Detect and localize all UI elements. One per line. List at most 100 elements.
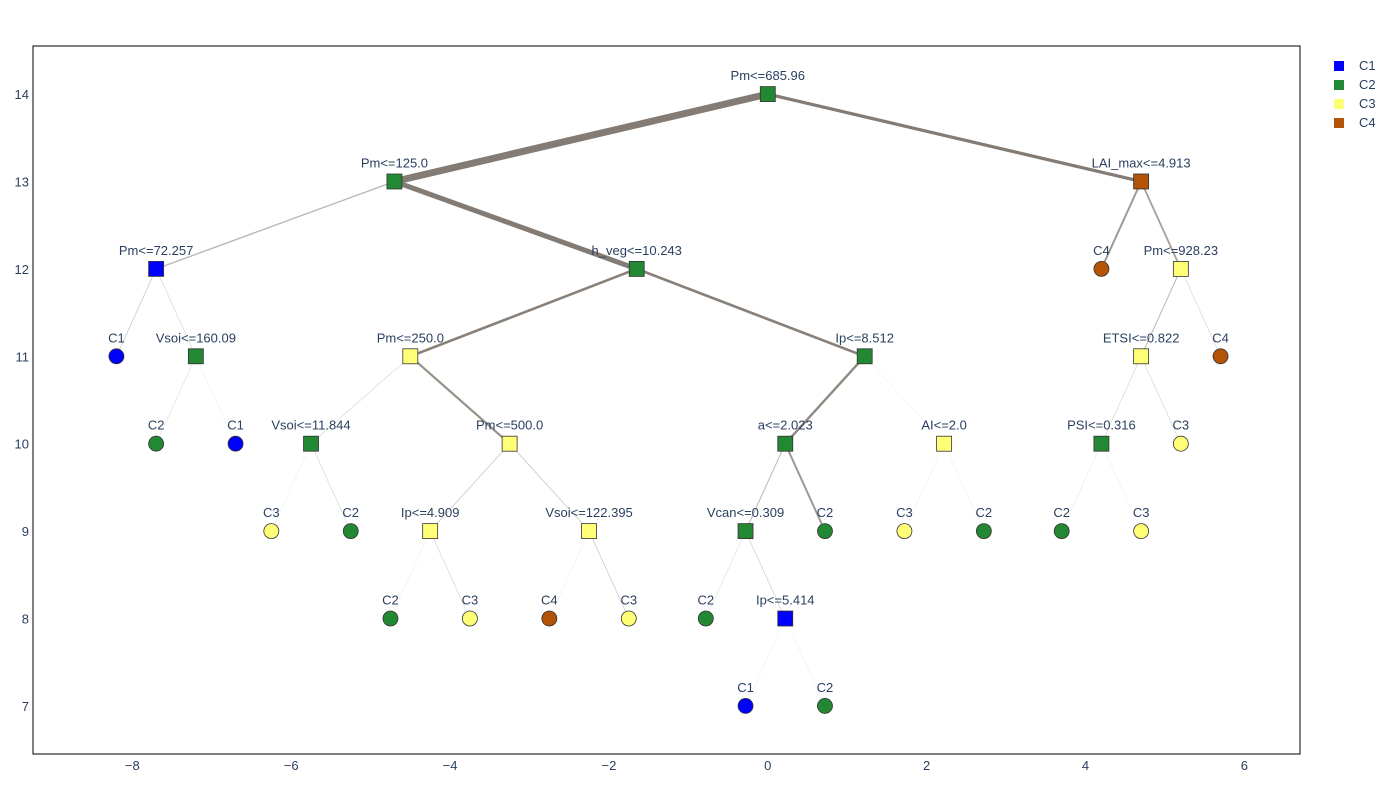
split-node [777, 610, 794, 627]
y-tick-label: 14 [15, 87, 29, 102]
split-node [1172, 260, 1189, 277]
split-node [581, 523, 597, 540]
leaf-node [817, 698, 833, 714]
leaf-node [817, 523, 833, 540]
tree-edge [767, 92, 1142, 184]
node-label: Vsoi<=11.844 [271, 418, 350, 433]
node-label: C3 [896, 505, 913, 520]
node-label: C2 [382, 593, 399, 608]
tree-edge [705, 531, 746, 619]
tree-edge [1140, 181, 1182, 270]
legend-label: C3 [1359, 96, 1376, 111]
split-node [422, 523, 439, 540]
split-node [1133, 173, 1150, 190]
split-node [1133, 348, 1150, 365]
split-node [1093, 435, 1110, 452]
leaf-node [461, 610, 478, 627]
node-label: C3 [620, 593, 637, 608]
node-label: Pm<=125.0 [361, 155, 428, 170]
node-label: C3 [263, 505, 280, 520]
tree-edge [390, 531, 431, 619]
split-node [936, 435, 953, 452]
node-label: C1 [737, 680, 754, 695]
leaf-node [1053, 523, 1070, 540]
tree-nodes [108, 86, 1229, 714]
y-tick-label: 11 [16, 349, 30, 364]
tree-edge [409, 267, 638, 358]
node-label: C2 [817, 505, 834, 520]
x-tick-label: −6 [284, 758, 299, 773]
leaf-node [697, 610, 714, 627]
tree-edge [1140, 356, 1182, 444]
tree-edge [784, 355, 866, 445]
leaf-node [263, 523, 280, 540]
node-label: Pm<=928.23 [1144, 243, 1218, 258]
legend-label: C1 [1359, 58, 1376, 73]
tree-edge [271, 443, 312, 532]
leaf-node [108, 348, 125, 365]
tree-edge [864, 356, 945, 444]
tree-edge [1100, 181, 1143, 270]
tree-edge [943, 443, 984, 532]
tree-edge [784, 443, 826, 532]
legend-item-c1[interactable]: C1 [1334, 56, 1376, 75]
node-label: Pm<=500.0 [476, 418, 543, 433]
node-label: Vsoi<=122.395 [545, 505, 632, 520]
node-label: h_veg<=10.243 [592, 243, 682, 258]
x-tick-label: 2 [923, 758, 930, 773]
plot-frame [32, 45, 1301, 755]
node-label: C1 [227, 418, 244, 433]
tree-edge [116, 268, 157, 357]
y-tick-label: 9 [22, 524, 29, 539]
x-tick-label: 4 [1082, 758, 1089, 773]
legend-swatch [1334, 60, 1344, 71]
legend-swatch [1334, 98, 1344, 109]
leaf-node [382, 610, 399, 627]
leaf-node [737, 698, 754, 714]
y-tick-label: 10 [15, 437, 29, 452]
x-tick-label: −4 [443, 758, 458, 773]
node-label: C2 [148, 418, 165, 433]
node-label: Ip<=4.909 [401, 505, 460, 520]
node-label: C2 [698, 593, 715, 608]
y-tick-label: 12 [15, 262, 29, 277]
tree-edge [393, 179, 638, 272]
tree-edge [429, 443, 510, 532]
tree-edge [1101, 356, 1142, 444]
node-label: C3 [1133, 505, 1150, 520]
node-label: C4 [1093, 243, 1110, 258]
node-label: Pm<=72.257 [119, 243, 193, 258]
tree-edge [785, 618, 826, 706]
y-tick-label: 8 [22, 612, 29, 627]
tree-edge [588, 530, 630, 619]
leaf-node [1093, 260, 1110, 277]
node-label: C2 [342, 505, 359, 520]
tree-edge [155, 268, 197, 357]
tree-edge [409, 355, 511, 445]
node-label: C2 [976, 505, 993, 520]
node-label: Vcan<=0.309 [707, 505, 784, 520]
legend-item-c2[interactable]: C2 [1334, 75, 1376, 94]
tree-edge [195, 356, 236, 444]
split-node [777, 435, 794, 452]
tree-edge [636, 267, 866, 358]
node-label: C1 [108, 330, 125, 345]
leaf-node [896, 523, 913, 540]
split-node [148, 260, 165, 277]
tree-edge [745, 618, 786, 706]
x-tick-label: 0 [764, 758, 771, 773]
leaf-node [227, 435, 244, 452]
tree-edge [745, 443, 786, 532]
legend-item-c3[interactable]: C3 [1334, 94, 1376, 113]
tree-edge [745, 530, 786, 619]
node-label: Vsoi<=160.09 [156, 330, 236, 345]
tree-edge [1180, 268, 1221, 357]
node-label: Pm<=685.96 [731, 68, 805, 83]
legend-item-c4[interactable]: C4 [1334, 113, 1376, 132]
tree-edge [310, 356, 411, 444]
node-label: LAI_max<=4.913 [1092, 155, 1191, 170]
